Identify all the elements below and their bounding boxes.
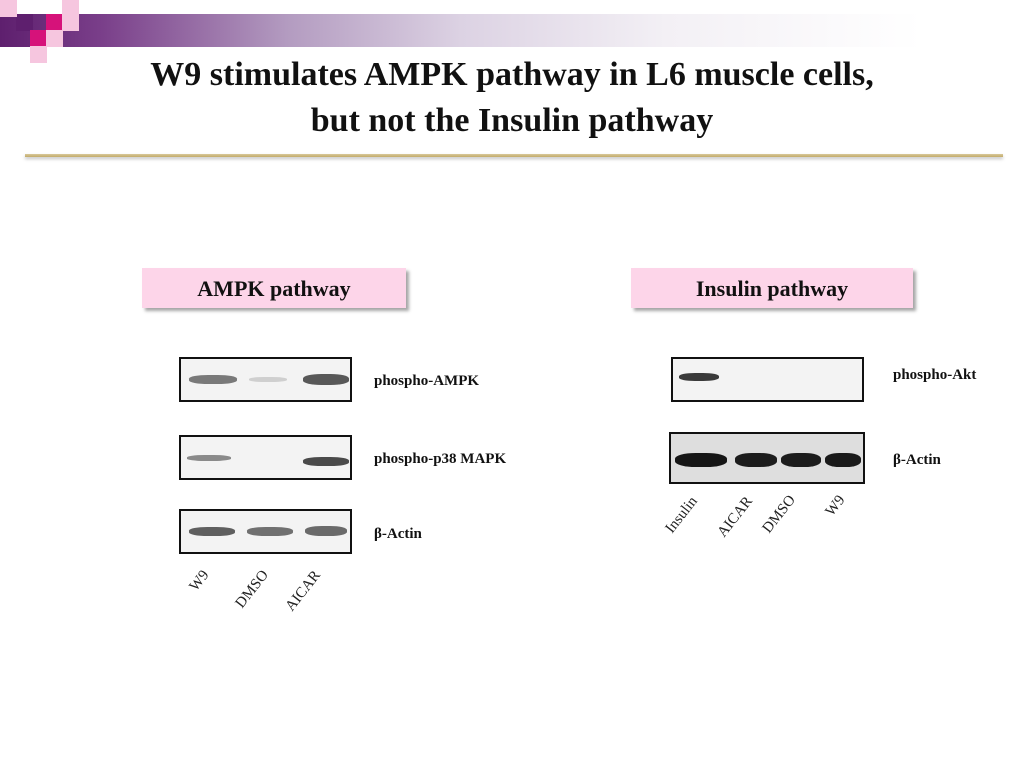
insulin-beta-actin-blot bbox=[669, 432, 865, 484]
insulin-pathway-heading: Insulin pathway bbox=[631, 268, 913, 308]
lane-label-aicar: AICAR bbox=[714, 493, 756, 541]
lane-label-dmso: DMSO bbox=[759, 492, 799, 537]
beta-actin-text: -Actin bbox=[381, 526, 422, 542]
slide-title: W9 stimulates AMPK pathway in L6 muscle … bbox=[0, 52, 1024, 144]
beta-symbol: β bbox=[374, 526, 382, 542]
beta-actin-text: -Actin bbox=[900, 452, 941, 468]
ampk-beta-actin-blot bbox=[179, 509, 352, 554]
blot-band bbox=[781, 453, 821, 467]
blot-band bbox=[825, 453, 861, 467]
lane-label-w9: W9 bbox=[822, 492, 849, 520]
phospho-akt-blot bbox=[671, 357, 864, 402]
title-divider bbox=[25, 154, 1003, 157]
blot-band bbox=[303, 374, 349, 385]
blot-band bbox=[189, 375, 237, 384]
lane-label-w9: W9 bbox=[186, 567, 213, 595]
blot-band bbox=[247, 527, 293, 536]
blot-band bbox=[305, 526, 347, 536]
lane-label-dmso: DMSO bbox=[232, 567, 272, 612]
insulin-beta-actin-label: β-Actin bbox=[893, 452, 941, 469]
logo-square bbox=[30, 46, 47, 63]
title-line-2: but not the Insulin pathway bbox=[310, 102, 714, 139]
logo-square bbox=[46, 14, 63, 31]
beta-symbol: β bbox=[893, 452, 901, 468]
logo-square bbox=[62, 0, 79, 17]
phospho-ampk-label: phospho-AMPK bbox=[374, 373, 480, 389]
blot-band bbox=[187, 455, 231, 461]
header-gradient-band bbox=[0, 14, 1024, 47]
title-line-1: W9 stimulates AMPK pathway in L6 muscle … bbox=[150, 56, 874, 93]
phospho-p38-mapk-label: phospho-p38 MAPK bbox=[374, 451, 507, 467]
logo-square bbox=[30, 30, 47, 47]
blot-band bbox=[675, 453, 727, 467]
blot-band bbox=[735, 453, 777, 467]
blot-band bbox=[679, 373, 719, 381]
logo-square bbox=[16, 14, 33, 31]
logo-square bbox=[0, 0, 17, 17]
blot-band bbox=[249, 377, 287, 382]
lane-label-aicar: AICAR bbox=[282, 567, 324, 615]
phospho-akt-label: phospho-Akt bbox=[893, 367, 977, 383]
phospho-p38-mapk-blot bbox=[179, 435, 352, 480]
blot-band bbox=[303, 457, 349, 466]
ampk-beta-actin-label: β-Actin bbox=[374, 526, 422, 543]
phospho-ampk-blot bbox=[179, 357, 352, 402]
lane-label-insulin: Insulin bbox=[662, 493, 701, 537]
ampk-pathway-heading: AMPK pathway bbox=[142, 268, 406, 308]
blot-band bbox=[189, 527, 235, 536]
logo-square bbox=[62, 14, 79, 31]
logo-square bbox=[46, 30, 63, 47]
